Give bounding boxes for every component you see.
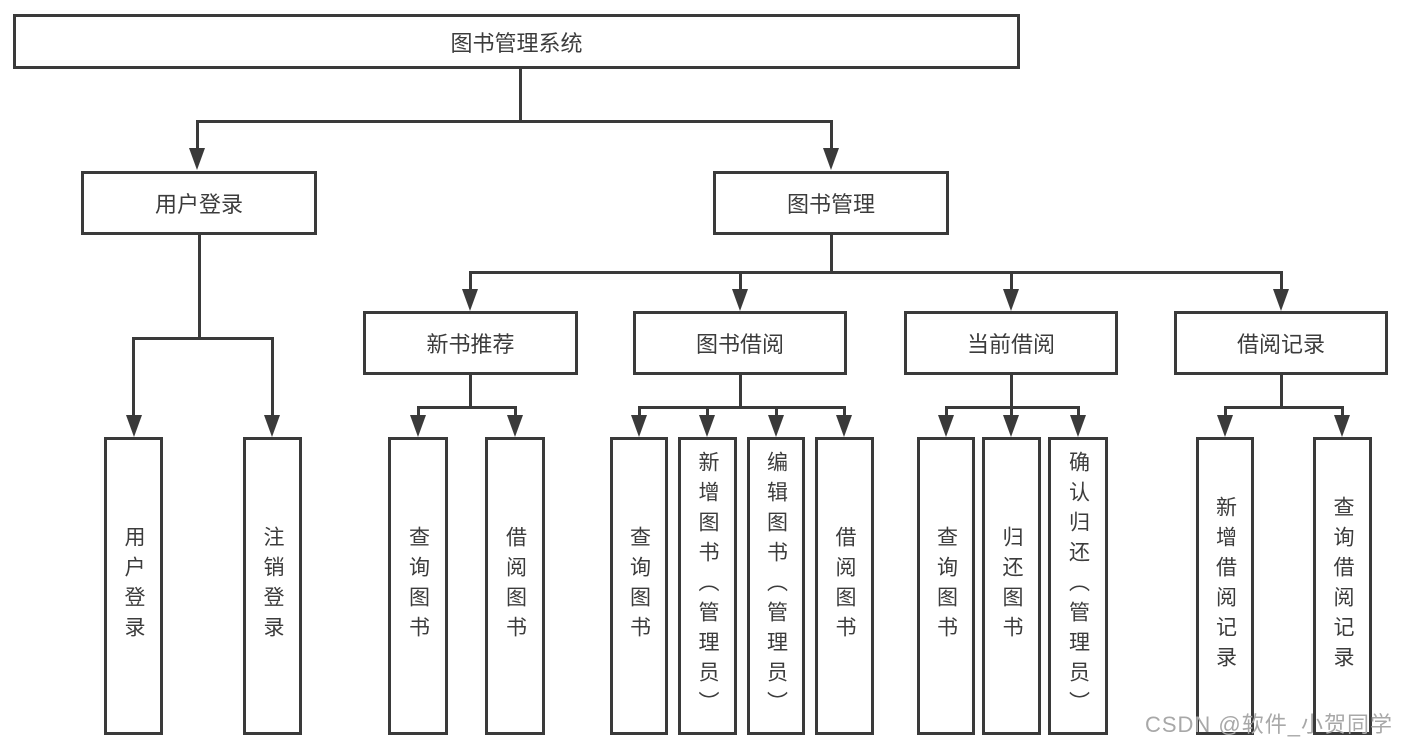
arrow-down-icon	[1273, 289, 1289, 311]
connector-leaf-drop	[775, 406, 778, 420]
leaf-label: 注销登录	[261, 526, 284, 646]
leaf-logout: 注销登录	[243, 437, 302, 735]
connector-leaf-drop	[638, 406, 641, 420]
connector-level3-rail	[469, 271, 1282, 274]
node-root-label: 图书管理系统	[450, 30, 583, 56]
arrow-down-icon	[1003, 289, 1019, 311]
leaf-query-books: 查询图书	[388, 437, 448, 735]
node-records: 借阅记录	[1174, 311, 1388, 375]
connector-new-book-stub	[469, 375, 472, 409]
node-root: 图书管理系统	[13, 14, 1020, 69]
csdn-watermark: CSDN @软件_小贺同学	[1144, 712, 1393, 737]
connector-book-mgmt-drop	[830, 120, 833, 152]
connector-current-stub	[1010, 375, 1013, 409]
arrow-down-icon	[768, 415, 784, 437]
arrow-down-icon	[410, 415, 426, 437]
node-records-label: 借阅记录	[1236, 332, 1325, 357]
leaf-label: 借阅图书	[503, 526, 527, 646]
connector-leaf-drop	[1010, 406, 1013, 420]
connector-root-stub	[519, 69, 522, 123]
node-book-mgmt-label: 图书管理	[786, 192, 875, 217]
node-borrow-label: 图书借阅	[695, 332, 784, 357]
connector-leaf-drop	[417, 406, 420, 420]
arrow-down-icon	[1217, 415, 1233, 437]
leaf-label: 查询图书	[627, 526, 651, 646]
connector-user-login-rail	[132, 337, 274, 340]
leaf-label: 确认归还（管理员）	[1066, 451, 1090, 721]
connector-records-drop	[1280, 271, 1283, 294]
connector-records-rail	[1224, 406, 1343, 409]
connector-new-book-rail	[417, 406, 516, 409]
connector-user-login-drop	[196, 120, 199, 152]
leaf-query-books: 查询图书	[917, 437, 975, 735]
leaf-label: 新增图书（管理员）	[696, 451, 719, 721]
arrow-down-icon	[732, 289, 748, 311]
node-current-label: 当前借阅	[966, 332, 1055, 357]
connector-borrow-rail	[638, 406, 845, 409]
leaf-label: 借阅图书	[833, 526, 856, 646]
arrow-down-icon	[126, 415, 142, 437]
connector-leaf-drop	[1224, 406, 1227, 420]
node-book-mgmt: 图书管理	[713, 171, 949, 235]
connector-leaf-drop	[514, 406, 517, 420]
arrow-down-icon	[264, 415, 280, 437]
connector-current-drop	[1010, 271, 1013, 294]
leaf-query-borrow-record: 查询借阅记录	[1313, 437, 1372, 735]
leaf-confirm-return-admin: 确认归还（管理员）	[1048, 437, 1108, 735]
connector-book-mgmt-stub	[830, 235, 833, 274]
leaf-label: 用户登录	[122, 526, 145, 646]
node-new-book: 新书推荐	[363, 311, 578, 375]
arrow-down-icon	[631, 415, 647, 437]
connector-level2-rail	[196, 120, 833, 123]
arrow-down-icon	[1070, 415, 1086, 437]
leaf-label: 新增借阅记录	[1213, 496, 1237, 676]
connector-new-book-drop	[469, 271, 472, 294]
arrow-down-icon	[1334, 415, 1350, 437]
arrow-down-icon	[836, 415, 852, 437]
connector-leaf-drop	[271, 337, 274, 419]
connector-leaf-drop	[1077, 406, 1080, 420]
arrow-down-icon	[189, 148, 205, 170]
leaf-label: 查询图书	[406, 526, 430, 646]
leaf-label: 归还图书	[1000, 526, 1023, 646]
node-new-book-label: 新书推荐	[426, 332, 515, 357]
node-user-login-label: 用户登录	[154, 192, 243, 217]
leaf-borrow-books: 借阅图书	[485, 437, 545, 735]
node-user-login: 用户登录	[81, 171, 317, 235]
connector-leaf-drop	[843, 406, 846, 420]
connector-leaf-drop	[1341, 406, 1344, 420]
connector-user-login-stub	[198, 235, 201, 340]
arrow-down-icon	[1003, 415, 1019, 437]
connector-records-stub	[1280, 375, 1283, 409]
leaf-borrow-books: 借阅图书	[815, 437, 874, 735]
arrow-down-icon	[823, 148, 839, 170]
leaf-user-login: 用户登录	[104, 437, 163, 735]
leaf-edit-books-admin: 编辑图书（管理员）	[747, 437, 805, 735]
arrow-down-icon	[462, 289, 478, 311]
node-borrow: 图书借阅	[633, 311, 847, 375]
leaf-add-books-admin: 新增图书（管理员）	[678, 437, 737, 735]
leaf-query-books: 查询图书	[610, 437, 668, 735]
arrow-down-icon	[507, 415, 523, 437]
connector-leaf-drop	[706, 406, 709, 420]
arrow-down-icon	[938, 415, 954, 437]
connector-leaf-drop	[945, 406, 948, 420]
connector-leaf-drop	[132, 337, 135, 419]
leaf-return-books: 归还图书	[982, 437, 1041, 735]
node-current: 当前借阅	[904, 311, 1118, 375]
leaf-add-borrow-record: 新增借阅记录	[1196, 437, 1254, 735]
arrow-down-icon	[699, 415, 715, 437]
leaf-label: 查询图书	[934, 526, 958, 646]
leaf-label: 编辑图书（管理员）	[764, 451, 788, 721]
connector-borrow-stub	[739, 375, 742, 409]
connector-borrow-drop	[739, 271, 742, 294]
leaf-label: 查询借阅记录	[1331, 496, 1354, 676]
